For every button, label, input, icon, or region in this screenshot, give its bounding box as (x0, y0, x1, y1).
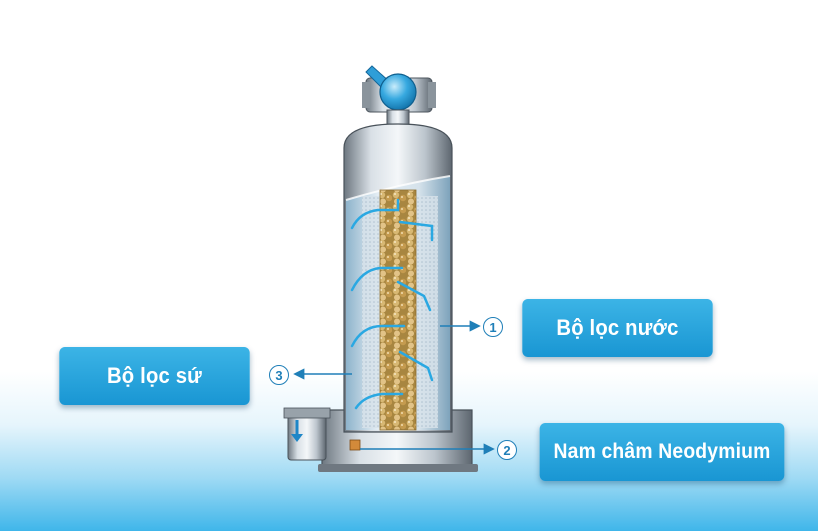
top-valve (362, 65, 436, 127)
label-neodymium-magnet: Nam châm Neodymium (539, 423, 785, 481)
filter-base (283, 407, 478, 472)
neodymium-magnet (349, 439, 361, 451)
ceramic-bead-core (379, 189, 417, 431)
callout-number-2: 2 (497, 440, 517, 460)
label-water-filter: Bộ lọc nước (522, 299, 713, 357)
callout-number-1: 1 (483, 317, 503, 337)
water-flow-lines (350, 198, 434, 410)
label-ceramic-filter: Bộ lọc sứ (59, 347, 250, 405)
callout-number-3: 3 (269, 365, 289, 385)
